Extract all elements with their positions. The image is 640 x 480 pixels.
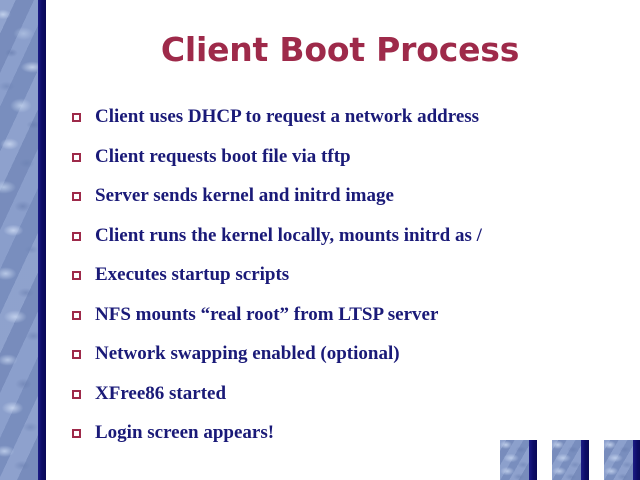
- square-outline-bullet-icon: [72, 113, 81, 122]
- list-item-label: Executes startup scripts: [95, 264, 290, 285]
- bullet-list: Client uses DHCP to request a network ad…: [72, 104, 624, 460]
- slide-title: Client Boot Process: [160, 30, 520, 69]
- deco-marble-texture: [500, 440, 529, 480]
- deco-square-2: [552, 440, 589, 480]
- square-outline-bullet-icon: [72, 350, 81, 359]
- list-item-label: Client runs the kernel locally, mounts i…: [95, 224, 482, 246]
- square-outline-bullet-icon: [72, 429, 81, 438]
- list-item: NFS mounts “real root” from LTSP server: [72, 302, 624, 342]
- marble-texture-band: [0, 0, 38, 480]
- list-item-label: Client requests boot file via tftp: [95, 145, 351, 167]
- list-item-label: Server sends kernel and initrd image: [95, 185, 394, 206]
- list-item: Client uses DHCP to request a network ad…: [72, 104, 624, 144]
- list-item: Client requests boot file via tftp: [72, 144, 624, 184]
- list-item-label: XFree86 started: [95, 382, 227, 404]
- list-item: Network swapping enabled (optional): [72, 341, 624, 381]
- deco-marble-texture: [604, 440, 633, 480]
- list-item: Login screen appears!: [72, 420, 624, 460]
- footer-decoration-group: [500, 440, 640, 480]
- list-item-label: Client uses DHCP to request a network ad…: [95, 106, 480, 127]
- deco-navy-stripe: [529, 440, 537, 480]
- square-outline-bullet-icon: [72, 389, 81, 399]
- sidebar-decoration: [0, 0, 46, 480]
- square-outline-bullet-icon: [72, 231, 81, 241]
- deco-navy-stripe: [581, 440, 589, 480]
- square-outline-bullet-icon: [72, 152, 81, 162]
- list-item: Server sends kernel and initrd image: [72, 183, 624, 223]
- list-item: Client runs the kernel locally, mounts i…: [72, 223, 624, 263]
- deco-square-3: [604, 440, 640, 480]
- square-outline-bullet-icon: [72, 310, 81, 320]
- list-item-label: NFS mounts “real root” from LTSP server: [95, 303, 439, 325]
- deco-navy-stripe: [633, 440, 640, 480]
- square-outline-bullet-icon: [72, 192, 81, 201]
- list-item: Executes startup scripts: [72, 262, 624, 302]
- list-item-label: Login screen appears!: [95, 422, 275, 443]
- square-outline-bullet-icon: [72, 271, 81, 280]
- navy-accent-stripe: [38, 0, 46, 480]
- deco-square-1: [500, 440, 537, 480]
- list-item-label: Network swapping enabled (optional): [95, 343, 400, 364]
- list-item: XFree86 started: [72, 381, 624, 421]
- deco-marble-texture: [552, 440, 581, 480]
